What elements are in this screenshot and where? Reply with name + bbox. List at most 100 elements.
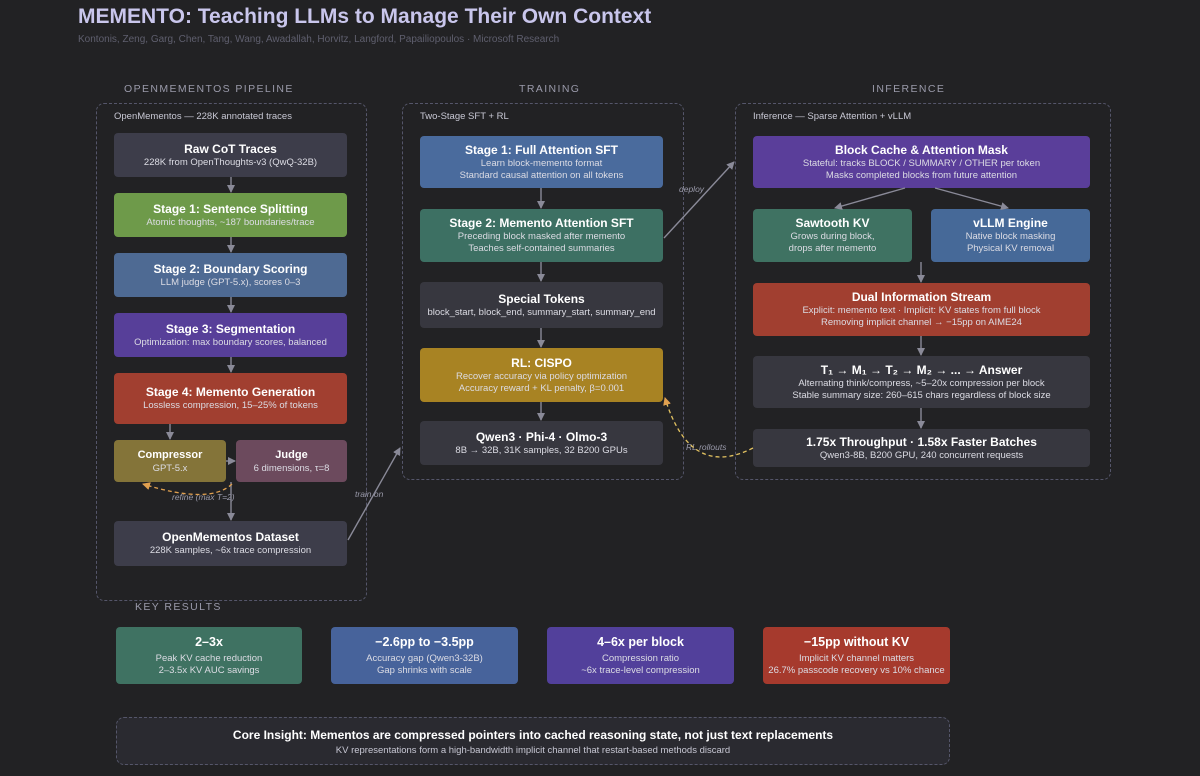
compressor-sub: GPT-5.x: [152, 462, 188, 474]
section-label-training: TRAINING: [519, 83, 581, 95]
vllm-engine-sub2: Physical KV removal: [966, 243, 1055, 254]
sentence-splitting-title: Stage 1: Sentence Splitting: [153, 201, 308, 216]
result-kv-reduction-sub1: Peak KV cache reduction: [155, 652, 263, 664]
core-insight-title: Core Insight: Mementos are compressed po…: [232, 728, 834, 742]
memento-generation-sub: Lossless compression, 15–25% of tokens: [143, 400, 318, 411]
result-card-compression: 4–6x per block Compression ratio ~6x tra…: [547, 627, 734, 684]
arrow-cache-to-vllm: [934, 187, 1009, 211]
think-compress-sequence-node: T₁ → M₁ → T₂ → M₂ → ... → Answer Alterna…: [753, 356, 1090, 408]
raw-cot-traces-node: Raw CoT Traces 228K from OpenThoughts-v3…: [114, 133, 347, 177]
vllm-engine-node: vLLM Engine Native block masking Physica…: [931, 209, 1090, 262]
sawtooth-kv-sub1: Grows during block,: [790, 231, 875, 242]
result-implicit-kv-title: −15pp without KV: [803, 634, 910, 649]
judge-sub: 6 dimensions, τ=8: [253, 462, 330, 474]
inference-panel-title: Inference — Sparse Attention + vLLM: [753, 111, 912, 122]
models-title: Qwen3 · Phi-4 · Olmo-3: [475, 429, 608, 444]
memento-attention-sft-sub2: Teaches self-contained summaries: [468, 243, 615, 254]
vllm-engine-sub1: Native block masking: [965, 231, 1056, 242]
result-compression-sub1: Compression ratio: [601, 652, 680, 664]
rl-cispo-title: RL: CISPO: [511, 355, 572, 370]
full-attention-sft-sub2: Standard causal attention on all tokens: [459, 169, 624, 181]
page-title: MEMENTO: Teaching LLMs to Manage Their O…: [78, 5, 652, 28]
pipeline-panel-title: OpenMementos — 228K annotated traces: [114, 111, 292, 122]
segmentation-sub: Optimization: max boundary scores, balan…: [134, 336, 327, 348]
deploy-label: deploy: [679, 184, 705, 194]
core-insight-box: Core Insight: Mementos are compressed po…: [116, 717, 950, 765]
openmementos-dataset-title: OpenMementos Dataset: [162, 530, 299, 544]
result-implicit-kv-sub1: Implicit KV channel matters: [798, 652, 915, 664]
dual-information-stream-title: Dual Information Stream: [851, 290, 992, 304]
arrow-cache-to-sawtooth: [834, 187, 906, 210]
boundary-scoring-node: Stage 2: Boundary Scoring LLM judge (GPT…: [114, 253, 347, 297]
think-compress-sequence-title: T₁ → M₁ → T₂ → M₂ → ... → Answer: [820, 362, 1023, 377]
full-attention-sft-node: Stage 1: Full Attention SFT Learn block-…: [420, 136, 663, 188]
throughput-sub: Qwen3-8B, B200 GPU, 240 concurrent reque…: [819, 449, 1024, 461]
judge-node: Judge 6 dimensions, τ=8: [236, 440, 347, 482]
boundary-scoring-title: Stage 2: Boundary Scoring: [153, 261, 308, 276]
sawtooth-kv-node: Sawtooth KV Grows during block, drops af…: [753, 209, 912, 262]
result-accuracy-gap-sub1: Accuracy gap (Qwen3-32B): [366, 652, 483, 664]
sentence-splitting-node: Stage 1: Sentence Splitting Atomic thoug…: [114, 193, 347, 237]
memento-attention-sft-sub1: Preceding block masked after memento: [457, 231, 626, 242]
result-accuracy-gap-title: −2.6pp to −3.5pp: [375, 634, 474, 649]
judge-title: Judge: [275, 448, 308, 461]
result-compression-title: 4–6x per block: [597, 634, 684, 649]
arrow-rl-rollouts: [663, 397, 754, 458]
rl-cispo-sub2: Accuracy reward + KL penalty, β=0.001: [458, 382, 625, 394]
segmentation-node: Stage 3: Segmentation Optimization: max …: [114, 313, 347, 357]
memento-generation-node: Stage 4: Memento Generation Lossless com…: [114, 373, 347, 424]
sawtooth-kv-sub2: drops after memento: [788, 243, 877, 254]
compressor-node: Compressor GPT-5.x: [114, 440, 226, 482]
dual-information-stream-sub2: Removing implicit channel → −15pp on AIM…: [821, 317, 1022, 328]
result-compression-sub2: ~6x trace-level compression: [581, 664, 700, 676]
models-node: Qwen3 · Phi-4 · Olmo-3 8B → 32B, 31K sam…: [420, 421, 663, 465]
memento-attention-sft-node: Stage 2: Memento Attention SFT Preceding…: [420, 209, 663, 262]
training-panel: [402, 103, 684, 480]
arrow-refine-loop: [142, 482, 233, 496]
arrow-train-on: [347, 447, 401, 541]
result-accuracy-gap-sub2: Gap shrinks with scale: [376, 664, 473, 676]
result-kv-reduction-title: 2–3x: [195, 634, 223, 649]
openmementos-dataset-sub: 228K samples, ~6x trace compression: [149, 545, 312, 556]
special-tokens-node: Special Tokens block_start, block_end, s…: [420, 282, 663, 328]
author-line: Kontonis, Zeng, Garg, Chen, Tang, Wang, …: [78, 34, 560, 45]
result-implicit-kv-sub2: 26.7% passcode recovery vs 10% chance: [768, 664, 945, 676]
pipeline-panel: [96, 103, 367, 601]
openmementos-dataset-node: OpenMementos Dataset 228K samples, ~6x t…: [114, 521, 347, 566]
arrow-deploy: [663, 161, 735, 239]
core-insight-sub: KV representations form a high-bandwidth…: [335, 745, 731, 756]
full-attention-sft-title: Stage 1: Full Attention SFT: [465, 142, 618, 157]
training-panel-title: Two-Stage SFT + RL: [420, 111, 509, 122]
raw-cot-traces-title: Raw CoT Traces: [184, 141, 277, 156]
dual-information-stream-sub1: Explicit: memento text · Implicit: KV st…: [802, 305, 1041, 316]
think-compress-sequence-sub1: Alternating think/compress, ~5–20x compr…: [798, 377, 1045, 389]
train-on-label: train on: [355, 489, 384, 499]
block-cache-title: Block Cache & Attention Mask: [835, 142, 1008, 157]
result-kv-reduction-sub2: 2–3.5x KV AUC savings: [158, 664, 260, 676]
compressor-title: Compressor: [137, 448, 203, 461]
block-cache-sub2: Masks completed blocks from future atten…: [825, 169, 1018, 181]
throughput-title: 1.75x Throughput · 1.58x Faster Batches: [806, 434, 1037, 449]
think-compress-sequence-sub2: Stable summary size: 260–615 chars regar…: [792, 389, 1051, 401]
special-tokens-sub: block_start, block_end, summary_start, s…: [427, 306, 656, 318]
rl-rollouts-label: RL rollouts: [686, 442, 727, 452]
segmentation-title: Stage 3: Segmentation: [165, 321, 296, 336]
sentence-splitting-sub: Atomic thoughts, ~187 boundaries/trace: [146, 216, 315, 228]
memento-generation-title: Stage 4: Memento Generation: [145, 385, 316, 399]
dual-information-stream-node: Dual Information Stream Explicit: mement…: [753, 283, 1090, 336]
block-cache-node: Block Cache & Attention Mask Stateful: t…: [753, 136, 1090, 188]
block-cache-sub1: Stateful: tracks BLOCK / SUMMARY / OTHER…: [802, 157, 1041, 169]
result-card-kv-reduction: 2–3x Peak KV cache reduction 2–3.5x KV A…: [116, 627, 302, 684]
raw-cot-traces-sub: 228K from OpenThoughts-v3 (QwQ-32B): [143, 156, 318, 168]
boundary-scoring-sub: LLM judge (GPT-5.x), scores 0–3: [160, 276, 301, 288]
sawtooth-kv-title: Sawtooth KV: [795, 216, 870, 230]
full-attention-sft-sub1: Learn block-memento format: [480, 157, 603, 169]
refine-label: refine (max T=2): [172, 492, 235, 502]
throughput-node: 1.75x Throughput · 1.58x Faster Batches …: [753, 429, 1090, 467]
section-label-pipeline: OPENMEMENTOS PIPELINE: [124, 83, 294, 95]
models-sub: 8B → 32B, 31K samples, 32 B200 GPUs: [455, 444, 628, 456]
rl-cispo-node: RL: CISPO Recover accuracy via policy op…: [420, 348, 663, 402]
inference-panel: [735, 103, 1111, 480]
result-card-accuracy-gap: −2.6pp to −3.5pp Accuracy gap (Qwen3-32B…: [331, 627, 518, 684]
